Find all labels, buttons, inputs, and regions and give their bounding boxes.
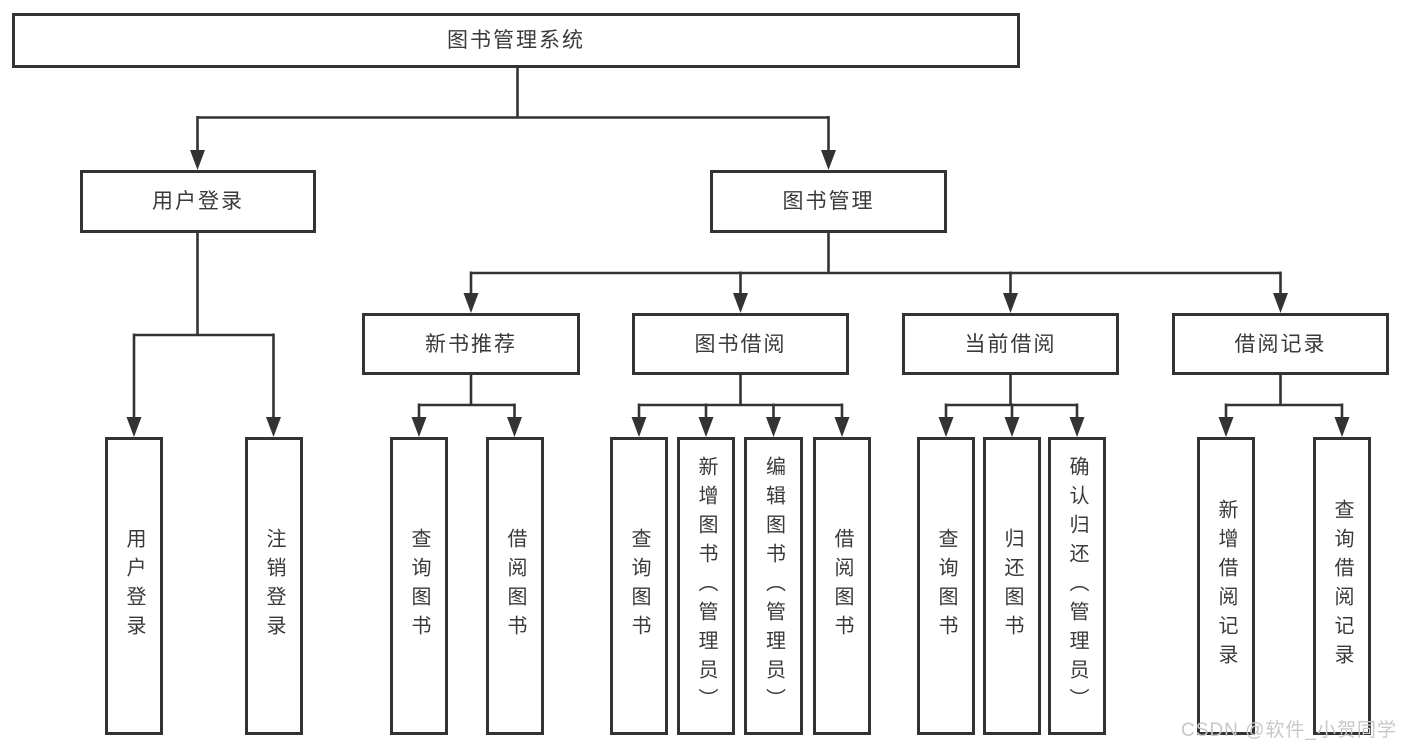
node-new-book-recommend: 新书推荐 <box>362 313 580 375</box>
leaf-query-borrow-record: 查询借阅记录 <box>1313 437 1371 735</box>
leaf-edit-book-admin: 编辑图书（管理员） <box>744 437 803 735</box>
leaf-confirm-return-admin: 确认归还（管理员） <box>1048 437 1106 735</box>
leaf-add-borrow-record: 新增借阅记录 <box>1197 437 1255 735</box>
node-current-borrow: 当前借阅 <box>902 313 1119 375</box>
node-borrow-records: 借阅记录 <box>1172 313 1389 375</box>
leaf-add-book-admin: 新增图书（管理员） <box>677 437 735 735</box>
node-book-borrow: 图书借阅 <box>632 313 849 375</box>
node-book-management-module: 图书管理 <box>710 170 947 233</box>
leaf-return-book: 归还图书 <box>983 437 1041 735</box>
node-root-library-system: 图书管理系统 <box>12 13 1020 68</box>
leaf-logout: 注销登录 <box>245 437 303 735</box>
leaf-borrow-book-recommend: 借阅图书 <box>486 437 544 735</box>
node-user-login-module: 用户登录 <box>80 170 316 233</box>
leaf-query-book-current: 查询图书 <box>917 437 975 735</box>
leaf-borrow-book: 借阅图书 <box>813 437 871 735</box>
leaf-user-login: 用户登录 <box>105 437 163 735</box>
leaf-query-book-recommend: 查询图书 <box>390 437 448 735</box>
leaf-query-book-borrow: 查询图书 <box>610 437 668 735</box>
